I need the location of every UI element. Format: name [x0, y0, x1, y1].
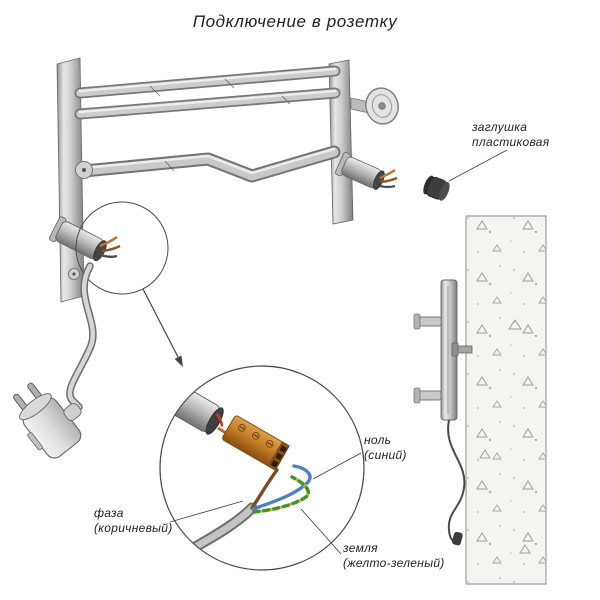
neutral-label-line2: (синий) — [364, 448, 407, 462]
plug-cable-boot — [63, 403, 82, 421]
terminal-block — [222, 415, 290, 471]
power-cable — [66, 262, 97, 411]
wall-hanging-cable — [447, 419, 466, 546]
flange-bolt — [82, 168, 86, 172]
phase-label-line2: (коричневый) — [94, 521, 173, 535]
phase-label-line1: фаза — [94, 506, 124, 520]
left-cable-gland — [48, 216, 121, 262]
plug-earth-clip — [27, 432, 43, 451]
post-screw-dot — [72, 272, 76, 276]
top-tubes — [74, 65, 341, 120]
tube-stub — [418, 316, 442, 327]
zoom-arrow — [142, 288, 183, 367]
wall-texture — [466, 216, 546, 584]
right-cable-gland — [334, 151, 398, 190]
page-title: Подключение в розетку — [193, 12, 399, 31]
neutral-label-line1: ноль — [364, 433, 391, 447]
neutral-wire — [251, 464, 312, 511]
wall-triangle — [479, 449, 491, 459]
bolt-head — [451, 342, 459, 357]
plastic-cap-illustration — [423, 175, 450, 201]
wall-triangle — [519, 544, 531, 554]
detail-circle — [159, 365, 365, 571]
ground-label: земля (желто-зеленый) — [300, 508, 445, 570]
cap-label-line2: пластиковая — [472, 135, 550, 149]
left-gland-wires — [99, 235, 121, 258]
right-gland-wires — [379, 169, 398, 189]
phase-wire — [250, 468, 279, 510]
ground-label-line2: (желто-зеленый) — [343, 556, 445, 570]
power-plug-illustration — [13, 382, 82, 459]
neutral-label: ноль (синий) — [312, 433, 407, 480]
cable-sheath — [184, 502, 258, 556]
ground-label-line1: земля — [342, 541, 378, 555]
cap-label-line1: заглушка — [471, 120, 527, 134]
plug-face — [19, 393, 52, 421]
right-post — [328, 59, 354, 225]
towel-rail-illustration — [48, 57, 399, 303]
tube-stub-cap — [413, 313, 421, 330]
wall-section-illustration — [413, 215, 547, 585]
cap-label: заглушка пластиковая — [448, 120, 550, 182]
mount-bracket — [413, 279, 473, 421]
phase-label: фаза (коричневый) — [94, 500, 244, 535]
ground-leader-line — [300, 508, 342, 555]
bent-tube — [77, 145, 341, 183]
tube-stub — [418, 390, 442, 401]
valve-handle — [350, 87, 399, 125]
phase-leader-line — [169, 500, 244, 523]
ground-wire-green — [252, 475, 310, 514]
tube-stub-cap — [413, 387, 421, 404]
red-wire-peek — [215, 413, 224, 427]
wall-triangle — [508, 319, 522, 330]
small-plug — [451, 531, 463, 546]
cap-leader-line — [448, 149, 508, 182]
highlight-circle — [75, 201, 169, 295]
neutral-leader-line — [312, 452, 362, 480]
detail-circle-outline — [159, 365, 365, 571]
